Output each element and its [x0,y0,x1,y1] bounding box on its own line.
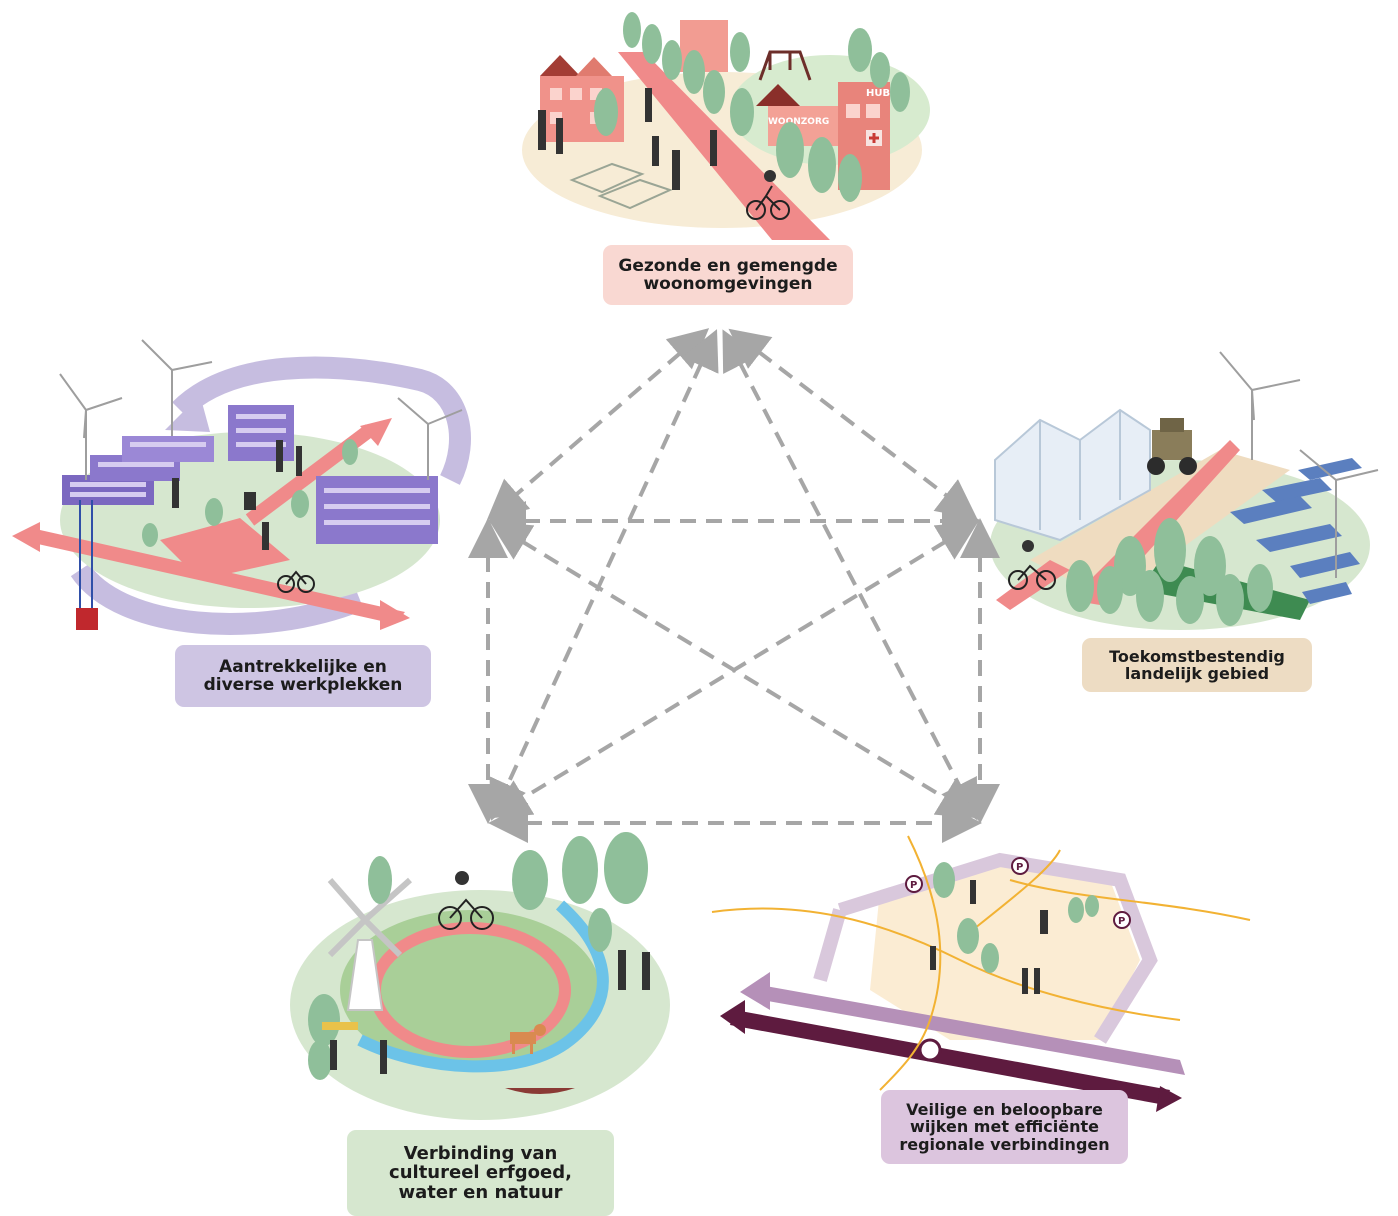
label-housing: Gezonde en gemengde woonomgevingen [603,245,853,305]
bicycle-icon [438,898,494,930]
rural-illustration [990,351,1379,630]
greenhouse-icon [994,408,1151,542]
heat-pump-icon [76,608,98,630]
canoe-icon [505,1088,575,1094]
swing-icon [758,50,812,81]
tree-group [594,12,910,202]
wind-turbine-icon [1219,351,1379,578]
dog-icon [510,1024,546,1054]
hub-sign: HUB [866,88,890,99]
housing-illustration: HUB WOONZORG [522,12,930,240]
label-rural: Toekomstbestendig landelijk gebied [1082,638,1312,692]
connector-arrows [468,328,1000,843]
tree-group [308,832,648,1080]
svg-text:P: P [910,880,917,891]
windmill-icon [327,877,412,1011]
arrow-top-right [728,328,978,520]
allotment-garden [569,162,673,210]
market-stall [322,1022,358,1030]
parking-icon: P P P [905,857,1131,929]
arrow-right-bottomleft [489,521,979,819]
bicycle-icon [1008,564,1056,590]
bicycle-icon [277,570,315,593]
arrow-top-left [486,328,710,520]
train-icon [918,1038,942,1062]
mobility-illustration: P P P [711,835,1251,1112]
svg-text:P: P [1118,916,1125,927]
svg-text:P: P [1016,862,1023,873]
railway [730,1010,1170,1105]
woonzorg-sign: WOONZORG [768,117,829,127]
river [357,900,609,1073]
tree-group [1066,518,1273,626]
workplace-illustration [12,339,471,635]
wind-turbine-icon [59,339,463,480]
label-workplaces: Aantrekkelijke en diverse werkplekken [175,645,431,707]
label-heritage: Verbinding van cultureel erfgoed, water … [347,1130,614,1216]
tractor-icon [1147,418,1197,475]
arrow-top-bottomleft [489,329,719,821]
bike-path [618,52,830,240]
label-mobility: Veilige en beloopbare wijken met efficië… [881,1090,1128,1164]
bicycle-icon [746,185,790,220]
solar-panel-icon [1230,458,1362,604]
people-group [538,88,717,190]
circular-arrow [172,356,471,485]
arrow-top-bottomright [722,329,978,821]
heritage-illustration [290,832,670,1120]
